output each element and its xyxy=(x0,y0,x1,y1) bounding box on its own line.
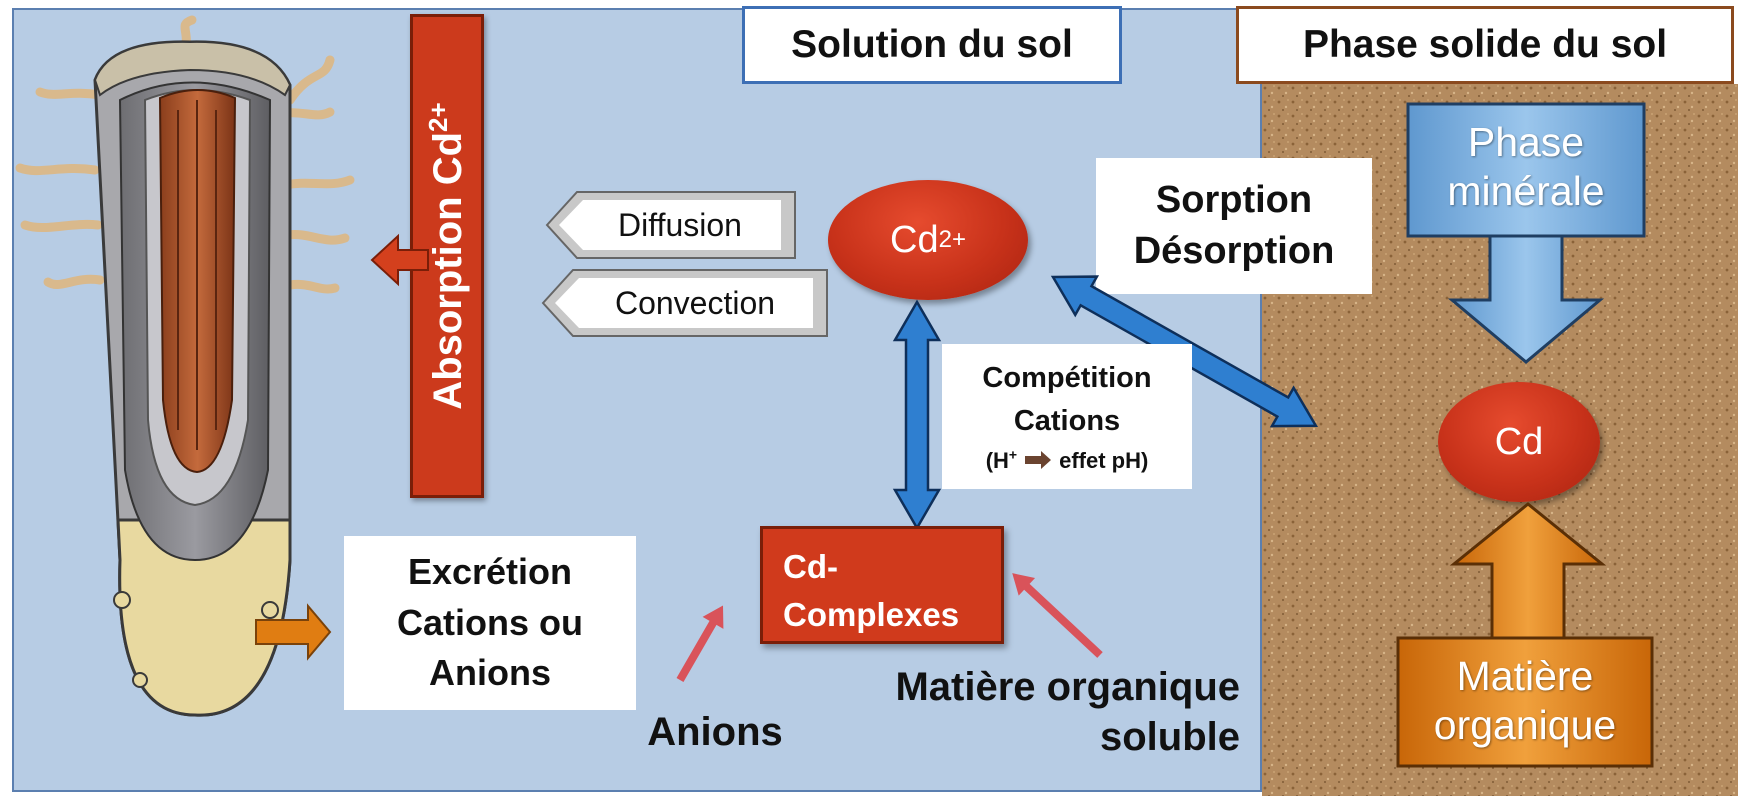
convection-label: Convection xyxy=(614,284,776,321)
cd-complexes-box: Cd- Complexes xyxy=(760,526,1004,644)
organic-matter-arrow xyxy=(1396,502,1654,768)
anions-arrow xyxy=(676,605,724,682)
mineral-phase-label: Phase minérale xyxy=(1408,118,1644,216)
cd-solid-ellipse: Cd xyxy=(1438,382,1600,502)
anions-label: Anions xyxy=(647,710,783,754)
convection-arrow xyxy=(541,269,828,337)
solution-title-text: Solution du sol xyxy=(791,23,1073,66)
excretion-box: Excrétion Cations ou Anions xyxy=(344,536,636,710)
root-illustration xyxy=(15,15,355,717)
cd-ion-label: Cd xyxy=(890,218,939,261)
mineral-line2: minérale xyxy=(1447,168,1605,215)
cd-solid-label: Cd xyxy=(1494,420,1544,463)
excretion-line3: Anions xyxy=(429,652,551,694)
competition-box: Compétition Cations (H+ effet pH) xyxy=(942,344,1192,489)
vertical-double-arrow xyxy=(892,299,942,531)
diffusion-label: Diffusion xyxy=(618,206,742,243)
excretion-arrow xyxy=(255,603,332,661)
sorption-line2: Désorption xyxy=(1133,230,1335,272)
complexes-line2: Complexes xyxy=(783,595,960,633)
diffusion-arrow xyxy=(545,191,796,259)
complexes-line1: Cd- xyxy=(783,548,838,585)
sorption-box: Sorption Désorption xyxy=(1096,158,1372,294)
organic-matter-line1: Matière xyxy=(1456,653,1594,699)
organic-arrow xyxy=(1012,573,1103,658)
organic-matter-label: Matière organique xyxy=(1398,652,1652,750)
competition-line3-sup: + xyxy=(1008,446,1018,463)
sorption-line1: Sorption xyxy=(1155,178,1313,221)
competition-line1: Compétition xyxy=(982,361,1152,394)
competition-line3: (H+ effet pH) xyxy=(986,444,1149,477)
cd-ion-superscript: 2+ xyxy=(938,226,966,253)
mineral-phase-arrow xyxy=(1406,102,1646,364)
absorption-arrow xyxy=(370,233,429,287)
right-arrow-icon xyxy=(1025,451,1052,469)
solid-phase-title-text: Phase solide du sol xyxy=(1302,23,1668,66)
competition-line2: Cations xyxy=(1013,405,1121,437)
solution-title: Solution du sol xyxy=(742,6,1122,84)
organic-soluble-label: Matière organique soluble xyxy=(850,662,1240,762)
organic-soluble-line2: soluble xyxy=(1099,715,1240,759)
organic-matter-line2: organique xyxy=(1433,702,1617,749)
mineral-line1: Phase xyxy=(1467,119,1585,165)
competition-line3-suffix: effet pH) xyxy=(1059,447,1149,473)
excretion-line1: Excrétion xyxy=(407,551,573,593)
organic-soluble-line1: Matière organique xyxy=(895,665,1240,709)
excretion-line2: Cations ou xyxy=(397,601,583,643)
solid-phase-title: Phase solide du sol xyxy=(1236,6,1734,84)
competition-line3-prefix: (H xyxy=(985,447,1009,473)
